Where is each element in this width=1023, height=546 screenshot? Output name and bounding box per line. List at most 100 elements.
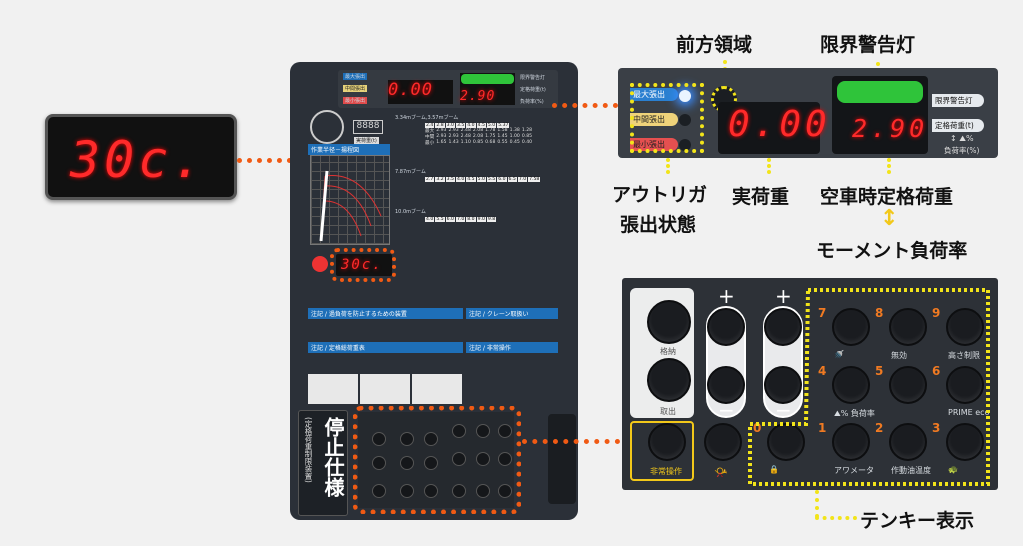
- connector-line: [552, 103, 618, 108]
- load-rate-label: 負荷率(%): [520, 99, 544, 105]
- emergency-label: 非常操作: [650, 467, 682, 476]
- table-cell: 1.00: [509, 134, 520, 139]
- radius-cell: 4.0: [455, 177, 466, 182]
- mini-key: [498, 452, 512, 466]
- table-cell: 0.55: [497, 140, 508, 145]
- emergency-operation-button[interactable]: [648, 423, 686, 461]
- numeric-key-1[interactable]: [832, 423, 870, 461]
- rated-load-value: 2.90: [460, 89, 496, 104]
- store-button[interactable]: [647, 300, 691, 344]
- key-label: 🔒: [769, 465, 779, 474]
- mini-key: [452, 484, 466, 498]
- plus-label: +: [718, 284, 735, 308]
- moment-icon: ↕ ⛰%: [950, 134, 974, 143]
- numeric-key-5[interactable]: [889, 366, 927, 404]
- rated-load-display: 2.90: [832, 76, 928, 154]
- numeric-key-7[interactable]: [832, 308, 870, 346]
- radius-cell: 5.0: [476, 177, 486, 182]
- table-title: 10.0mブーム: [395, 209, 426, 215]
- table-cell: 0.40: [521, 140, 533, 145]
- radius-cell: 2.7: [425, 177, 435, 182]
- warning-stickers: [308, 374, 463, 404]
- plus-label: +: [775, 284, 792, 308]
- mini-key: [400, 456, 414, 470]
- take-out-button[interactable]: [647, 358, 691, 402]
- note-heading: 注記 / 過負荷を防止するための装置: [308, 308, 463, 319]
- device-top-display: 最大張出 中間張出 最小張出 0.00 2.90 限界警告灯 定格荷重(t) 負…: [338, 70, 558, 108]
- actual-load-value: 0.00: [388, 80, 433, 100]
- take-out-label: 取出: [660, 407, 676, 416]
- working-range-chart: [310, 155, 390, 245]
- radius-cell: 6.5: [507, 177, 517, 182]
- outrigger-min-led: [679, 139, 691, 151]
- key-digit: 4: [818, 364, 827, 378]
- numeric-key-2[interactable]: [889, 423, 927, 461]
- side-plate-subtitle: (定格荷重制限装置): [304, 417, 313, 483]
- radius-cell: 5.37: [497, 123, 510, 128]
- mini-key: [498, 424, 512, 438]
- key-label: 高さ制限: [948, 351, 980, 360]
- mini-key: [424, 456, 438, 470]
- rated-load-label: 定格荷重(t): [932, 119, 984, 132]
- speed-plus-button[interactable]: [707, 308, 745, 346]
- radius-cell: 7.58: [528, 177, 541, 182]
- outrigger-min-label: 最小張出: [630, 138, 678, 151]
- load-rate-value: 30c.: [70, 131, 207, 189]
- volume-minus-button[interactable]: [764, 366, 802, 404]
- note-heading: 注記 / 非常操作: [466, 342, 558, 353]
- table-cell: 1.28: [521, 128, 533, 133]
- mini-key: [372, 484, 386, 498]
- table-cell: 2.08: [472, 128, 484, 133]
- key-label: PRIME eco: [948, 408, 990, 417]
- key-digit: 9: [932, 306, 941, 320]
- table-cell: 0.68: [485, 140, 496, 145]
- counter-display: 8888: [353, 120, 383, 134]
- speed-minus-button[interactable]: [707, 366, 745, 404]
- callout-front-area: 前方領域: [676, 34, 753, 56]
- table-cell: 2.93: [448, 128, 459, 133]
- key-label: 作動油温度: [891, 466, 931, 475]
- table-cell: 1.38: [509, 128, 520, 133]
- table-cell: 2.93: [436, 134, 447, 139]
- table-cell: 1.78: [485, 128, 496, 133]
- mini-key: [400, 432, 414, 446]
- mini-key: [476, 424, 490, 438]
- horn-button[interactable]: [704, 423, 742, 461]
- table-cell: 最小: [425, 141, 435, 146]
- table-title: 3.34mブーム,3.57mブーム: [395, 115, 459, 121]
- slew-gauge-icon: [310, 110, 344, 144]
- radius-cell: 9.0: [476, 217, 486, 222]
- counter-label: 実荷重(t): [354, 137, 379, 144]
- highlight-frame: [330, 248, 396, 282]
- minus-label: −: [775, 398, 792, 422]
- numeric-key-3[interactable]: [946, 423, 984, 461]
- limit-warning-lamp: [837, 81, 923, 103]
- radius-cell: 3.2: [435, 177, 445, 182]
- radius-cell: 2.4: [425, 123, 435, 128]
- mini-key: [452, 424, 466, 438]
- callout-moment: モーメント負荷率: [816, 240, 968, 262]
- mini-key: [372, 456, 386, 470]
- volume-plus-button[interactable]: [764, 308, 802, 346]
- numeric-key-9[interactable]: [946, 308, 984, 346]
- outrigger-mid-label: 中間張出: [630, 113, 678, 126]
- table-cell: 2.08: [472, 134, 484, 139]
- radius-cell: 8.0: [466, 217, 476, 222]
- limit-lamp-label: 限界警告灯: [520, 75, 546, 81]
- horn-icon: 📯: [714, 466, 728, 479]
- callout-tenkey: テンキー表示: [860, 510, 975, 532]
- table-cell: 最大: [425, 129, 435, 134]
- tenkey-highlight: [748, 288, 990, 486]
- radius-cell: 5.0: [486, 123, 497, 128]
- numeric-key-8[interactable]: [889, 308, 927, 346]
- radius-cell: 3.5: [455, 123, 466, 128]
- table-cell: 中間: [425, 135, 435, 140]
- radius-cell: 4.0: [466, 123, 476, 128]
- numeric-key-6[interactable]: [946, 366, 984, 404]
- outrigger-max-label: 最大張出: [630, 88, 678, 101]
- highlight-frame: [353, 406, 521, 514]
- table-cell: 1.75: [485, 134, 496, 139]
- numeric-key-4[interactable]: [832, 366, 870, 404]
- radius-cell: 4.5: [476, 123, 486, 128]
- limit-lamp-label: 限界警告灯: [932, 94, 984, 107]
